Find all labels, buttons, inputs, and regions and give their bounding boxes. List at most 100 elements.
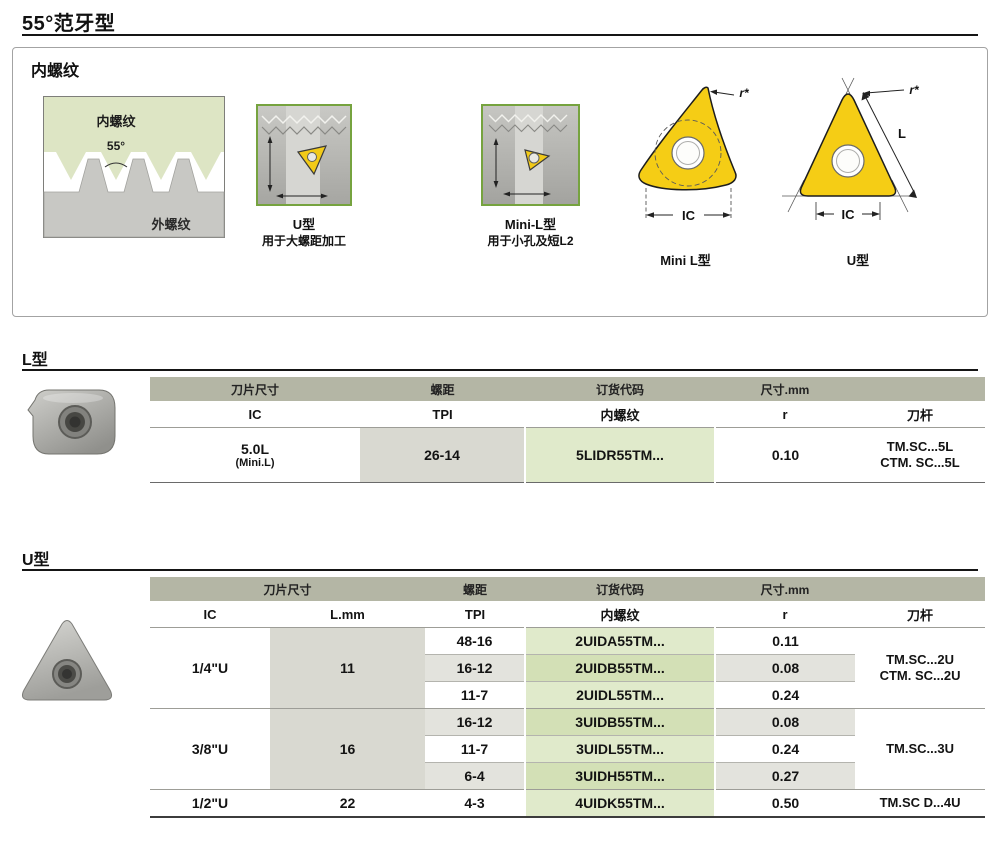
thread-profile-diagram: 内螺纹 55° 外螺纹 bbox=[43, 96, 225, 238]
l-insert-photo bbox=[25, 384, 120, 467]
u-type-photo-caption: U型 用于大螺距加工 bbox=[216, 216, 392, 250]
cell-toolholder: TM.SC...2U CTM. SC...2U bbox=[855, 627, 986, 709]
cell-tpi: 11-7 bbox=[425, 681, 526, 709]
cell-lmm: 11 bbox=[270, 627, 426, 709]
cell-order-code: 3UIDH55TM... bbox=[524, 762, 717, 790]
cell-order-code: 4UIDK55TM... bbox=[524, 789, 717, 818]
cell-tpi: 16-12 bbox=[425, 708, 526, 736]
col-header-lmm: L.mm bbox=[270, 601, 426, 628]
table-row: 6-4 3UIDH55TM... 0.27 bbox=[150, 762, 985, 790]
u-table-group-header-row: 刀片尺寸 螺距 订货代码 尺寸.mm bbox=[150, 577, 986, 601]
u-section-rule bbox=[22, 569, 978, 571]
group-header-order-code: 订货代码 bbox=[525, 577, 716, 601]
l-section-rule bbox=[22, 369, 978, 371]
cell-tpi: 26-14 bbox=[360, 427, 525, 483]
ic-label: IC bbox=[842, 207, 856, 222]
external-thread-label: 外螺纹 bbox=[150, 217, 191, 232]
cell-order-code: 2UIDB55TM... bbox=[524, 654, 717, 682]
section-heading-l: L型 bbox=[22, 352, 48, 369]
minil-type-photo bbox=[481, 104, 580, 206]
internal-thread-area bbox=[44, 97, 224, 180]
cell-r: 0.10 bbox=[715, 427, 855, 483]
cell-r: 0.27 bbox=[715, 762, 856, 790]
thread-profile-figure: 内螺纹 55° 外螺纹 bbox=[43, 96, 225, 243]
col-header-tpi: TPI bbox=[360, 401, 525, 428]
col-header-r: r bbox=[715, 601, 856, 628]
cell-lmm: 22 bbox=[270, 789, 426, 818]
intro-heading: 内螺纹 bbox=[31, 63, 80, 80]
toolholder-line: TM.SC...2U bbox=[886, 652, 954, 667]
inscribed-circle bbox=[654, 119, 722, 187]
minil-type-photo-caption-title: Mini-L型 bbox=[504, 217, 557, 232]
table-row: 1/2"U 22 4-3 4UIDK55TM... 0.50 TM.SC D..… bbox=[150, 789, 986, 818]
cell-order-code: 2UIDL55TM... bbox=[524, 681, 717, 709]
internal-thread-label: 内螺纹 bbox=[96, 114, 136, 129]
r-label: r* bbox=[909, 83, 920, 97]
minil-type-photo-caption-sub: 用于小孔及短L2 bbox=[487, 234, 574, 248]
l-label: L bbox=[898, 126, 906, 141]
table-row: 11-7 2UIDL55TM... 0.24 bbox=[150, 681, 985, 709]
table-row: 11-7 3UIDL55TM... 0.24 bbox=[150, 735, 985, 763]
table-row: 5.0L (Mini.L) 26-14 5LIDR55TM... 0.10 TM… bbox=[150, 427, 985, 483]
minil-insert-drawing: r* IC bbox=[638, 86, 750, 223]
toolholder-line: CTM. SC...2U bbox=[879, 668, 961, 683]
cell-r: 0.24 bbox=[715, 681, 856, 709]
group-header-order-code: 订货代码 bbox=[525, 377, 715, 401]
cell-order-code: 3UIDL55TM... bbox=[524, 735, 717, 763]
u-type-table: 刀片尺寸 螺距 订货代码 尺寸.mm IC L.mm TPI 内螺纹 r 刀杆 … bbox=[150, 577, 986, 818]
group-header-dimension: 尺寸.mm bbox=[715, 577, 856, 601]
cell-ic: 5.0L (Mini.L) bbox=[150, 427, 360, 483]
col-header-internal-thread: 内螺纹 bbox=[525, 601, 716, 628]
angle-label: 55° bbox=[107, 139, 125, 153]
angle-arc bbox=[104, 162, 128, 168]
minil-type-photo-image bbox=[483, 106, 578, 204]
cell-tpi: 6-4 bbox=[425, 762, 526, 790]
ic-label: IC bbox=[682, 208, 696, 223]
group-header-pitch: 螺距 bbox=[425, 577, 526, 601]
col-header-r: r bbox=[715, 401, 855, 428]
col-header-internal-thread: 内螺纹 bbox=[525, 401, 715, 428]
l-table-column-header-row: IC TPI 内螺纹 r 刀杆 bbox=[150, 401, 985, 428]
group-header-dimension: 尺寸.mm bbox=[715, 377, 855, 401]
toolholder-line: TM.SC...3U bbox=[886, 741, 954, 756]
col-header-ic: IC bbox=[150, 601, 270, 628]
cell-r: 0.08 bbox=[715, 708, 856, 736]
l-table-group-header-row: 刀片尺寸 螺距 订货代码 尺寸.mm bbox=[150, 377, 985, 401]
table-row: 1/4"U 11 48-16 2UIDA55TM... 0.11 TM.SC..… bbox=[150, 627, 986, 709]
cell-r: 0.24 bbox=[715, 735, 856, 763]
cell-toolholder: TM.SC...3U bbox=[855, 708, 986, 790]
table-row: 16-12 2UIDB55TM... 0.08 bbox=[150, 654, 985, 682]
group-header-insert-size: 刀片尺寸 bbox=[150, 577, 426, 601]
cell-tpi: 16-12 bbox=[425, 654, 526, 682]
cell-tpi: 11-7 bbox=[425, 735, 526, 763]
u-insert-drawing: r* L IC bbox=[782, 77, 920, 222]
toolholder-line: TM.SC D...4U bbox=[879, 795, 961, 810]
table-row: 3/8"U 16 16-12 3UIDB55TM... 0.08 TM.SC..… bbox=[150, 708, 986, 790]
col-header-toolholder: 刀杆 bbox=[855, 601, 986, 628]
cell-order-code: 2UIDA55TM... bbox=[524, 627, 717, 655]
cell-ic: 1/4"U bbox=[150, 627, 270, 709]
cell-order-code: 3UIDB55TM... bbox=[524, 708, 717, 736]
title-rule bbox=[22, 34, 978, 36]
ic-value: 5.0L bbox=[240, 441, 269, 457]
col-header-toolholder: 刀杆 bbox=[855, 401, 985, 428]
group-header-spacer bbox=[855, 377, 985, 401]
u-insert-figure: r* L IC bbox=[778, 76, 938, 251]
toolholder-line: CTM. SC...5L bbox=[880, 455, 960, 470]
l-type-table: 刀片尺寸 螺距 订货代码 尺寸.mm IC TPI 内螺纹 r 刀杆 5.0L … bbox=[150, 377, 985, 483]
u-type-photo bbox=[256, 104, 352, 206]
u-insert-caption-text: U型 bbox=[846, 253, 870, 268]
u-type-photo-caption-title: U型 bbox=[292, 217, 316, 232]
u-insert-photo bbox=[15, 616, 120, 716]
cell-order-code: 5LIDR55TM... bbox=[524, 427, 716, 483]
u-table-column-header-row: IC L.mm TPI 内螺纹 r 刀杆 bbox=[150, 601, 986, 628]
cell-toolholder: TM.SC...5L CTM. SC...5L bbox=[855, 427, 985, 483]
col-header-ic: IC bbox=[150, 401, 360, 428]
page-title: 55°范牙型 bbox=[22, 13, 116, 35]
r-label: r* bbox=[739, 86, 750, 100]
cell-r: 0.08 bbox=[715, 654, 856, 682]
group-header-pitch: 螺距 bbox=[360, 377, 525, 401]
section-heading-u: U型 bbox=[22, 552, 50, 569]
cell-tpi: 4-3 bbox=[425, 789, 526, 818]
